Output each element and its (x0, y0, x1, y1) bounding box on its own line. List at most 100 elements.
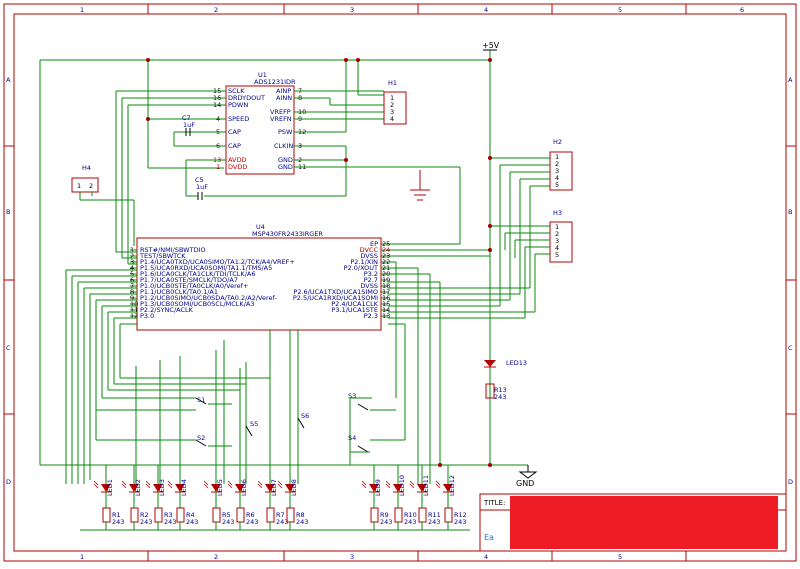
resistor-symbol (236, 507, 245, 523)
easyeda-logo: Ea (484, 533, 494, 542)
resistor-value: 243 (454, 518, 466, 526)
pin-number: 4 (390, 115, 394, 123)
col-label: 3 (350, 6, 354, 14)
u4-pin-label: P1.3/UCB0SOMI/UCB0SCL/MCLK/A3 (140, 300, 254, 308)
u4-pin-number: 9 (130, 294, 134, 302)
pin-label: AVDD (228, 156, 247, 164)
u4-pin-number: 14 (382, 306, 390, 314)
u4-pin-number: 6 (130, 276, 134, 284)
resistor-value: 243 (380, 518, 392, 526)
u4-pin-label: P3.2 (364, 270, 378, 278)
u4-pin-label: TEST/SBWTCK (139, 252, 186, 260)
s1-ref: S1 (197, 396, 205, 404)
switch-s3: S3 (348, 392, 396, 465)
u4-pin-number: 17 (382, 288, 390, 296)
col-label: 4 (484, 553, 488, 561)
u4-pin-number: 5 (130, 270, 134, 278)
row-label: D (6, 478, 11, 486)
pin-label: CAP (228, 142, 241, 150)
resistor-symbol (418, 507, 427, 523)
pin-label: CLKIN (274, 142, 293, 150)
pin-label: AINP (276, 87, 291, 95)
led13: LED13 R13 243 (484, 350, 527, 401)
s5-ref: S5 (250, 420, 258, 428)
u4-pin-label: DVSS (360, 282, 378, 290)
switch-s1: S1 (96, 396, 232, 411)
r13-value: 243 (494, 393, 506, 401)
resistor-ref: R2 (140, 511, 149, 519)
cap-c5: C5 1uF (195, 176, 208, 191)
u4-pin-label: P1.5/UCA0RXD/UCA0SOMI/TA1.1/TMS/A5 (140, 264, 272, 272)
gnd-label: GND (516, 479, 534, 488)
col-label: 5 (618, 553, 622, 561)
resistor-ref: R7 (276, 511, 285, 519)
s3-ref: S3 (348, 392, 356, 400)
led-symbol (235, 484, 245, 492)
resistor-symbol (154, 507, 163, 523)
resistor-ref: R6 (246, 511, 255, 519)
r13-ref: R13 (494, 386, 507, 394)
pin-label: AINN (276, 94, 292, 102)
gnd-symbol-floating (410, 170, 430, 201)
row-markers: A B C D A B C D (4, 76, 796, 486)
u1-ref: U1 (258, 71, 267, 79)
u4-ref: U4 (256, 223, 265, 231)
pin-number: 3 (555, 237, 559, 245)
cap-c7: C7 1uF (182, 114, 195, 129)
u4-pin-number: 13 (382, 312, 390, 320)
s4-ref: S4 (348, 434, 356, 442)
u4-pin-number: 10 (130, 300, 138, 308)
pin-number: 2 (555, 230, 559, 238)
u4-pin-label: P1.7/UCA0STE/SMCLK/TDO/A7 (140, 276, 238, 284)
led-ref: LED2 (134, 479, 142, 496)
led-symbol (175, 484, 185, 492)
led-resistor-bank: LED1R1243LED2R2243LED3R3243LED4R4243LED5… (93, 465, 467, 530)
u4-pin-label: EP (370, 240, 378, 248)
row-label: C (788, 344, 793, 352)
u1-part: ADS1231IDR (254, 78, 296, 86)
row-label: A (6, 76, 11, 84)
resistor-symbol (370, 507, 379, 523)
col-label: 1 (80, 553, 84, 561)
pin-label: GND (278, 163, 293, 171)
resistor-ref: R1 (112, 511, 121, 519)
resistor-symbol (212, 507, 221, 523)
pin-number: 3 (555, 167, 559, 175)
led-symbol (443, 484, 453, 492)
pin-label: DVDD (228, 163, 247, 171)
switch-s4: S4 (348, 434, 405, 453)
led-symbol (265, 484, 275, 492)
u4-pin-label: P2.2/SYNC/ACLK (140, 306, 194, 314)
led-ref: LED1 (106, 479, 114, 496)
resistor-ref: R12 (454, 511, 467, 519)
resistor-ref: R9 (380, 511, 389, 519)
resistor-value: 243 (164, 518, 176, 526)
led-ref: LED5 (216, 479, 224, 496)
pin-label: PDWN (228, 101, 248, 109)
u1-ads1231: U1 ADS1231IDR SCLK DRDYDOUT PDWN SPEED C… (213, 71, 306, 175)
u4-pin-number: 25 (382, 240, 390, 248)
u4-pin-label: P2.4/UCA1CLK (331, 300, 378, 308)
pin-number: 1 (77, 182, 81, 190)
col-label: 6 (740, 6, 744, 14)
u4-pin-label: P1.6/UCA0CLK/TA1CLK/TDI/TCLK/A6 (140, 270, 255, 278)
title-block: TITLE: Ea (479, 493, 787, 552)
u4-pin-number: 12 (130, 312, 138, 320)
u4-pin-label: P2.3 (364, 312, 378, 320)
u1-wires (115, 58, 461, 264)
resistor-symbol (444, 507, 453, 523)
u4-pin-number: 1 (130, 246, 134, 254)
u4-pin-label: P1.1/UCB0CLK/TA0.1/A1 (140, 288, 218, 296)
pin-number: 5 (555, 181, 559, 189)
led-ref: LED7 (270, 479, 278, 496)
u4-pin-number: 19 (382, 276, 390, 284)
u4-right-wires (388, 233, 536, 484)
u4-pin-label: RST#/NMI/SBWTDIO (140, 246, 206, 254)
